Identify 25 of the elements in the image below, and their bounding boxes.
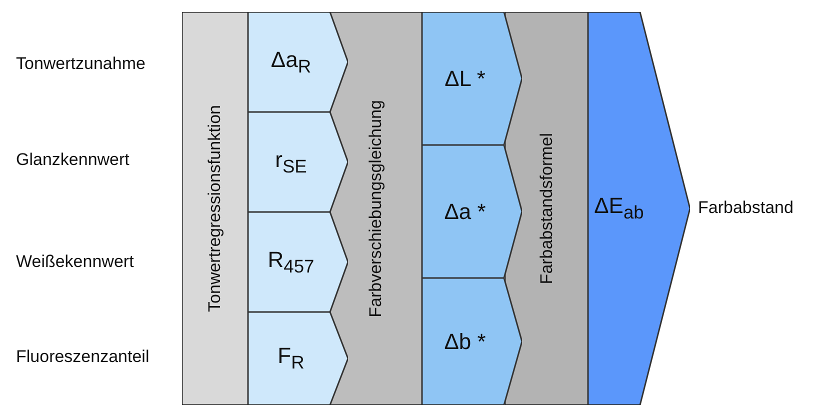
row-label: Weißekennwert [16,252,134,272]
chevron-shape [248,312,348,405]
band-label: Farbabstandsformel [536,132,556,284]
side-label: Farbabstand [698,198,794,218]
chevron-shape [422,145,522,278]
symbol-label: ΔE$_{ab}$ [594,193,644,224]
chevron-shape [248,112,348,212]
chevron-shape [422,278,522,405]
symbol-label: R$_{457}$ [268,246,314,278]
band [182,12,248,405]
symbol-label: Δb * [444,328,486,354]
row-label: Glanzkennwert [16,150,130,170]
chevron-shape [588,12,690,405]
row-label: Tonwertzunahme [16,54,146,74]
chevron-shape [422,12,522,145]
symbol-label: r$_{SE}$ [275,146,307,178]
symbol-label: Δa$_{R}$ [270,46,312,78]
symbol-label: ΔL * [444,66,486,92]
chevron-shape [248,12,348,112]
chevron-shape [248,212,348,312]
band-label: Farbverschiebungsgleichung [366,100,386,318]
symbol-label: F$_{R}$ [278,343,304,374]
symbol-label: Δa * [444,198,486,224]
row-label: Fluoreszenzanteil [16,347,150,367]
band-label: Tonwertregressionsfunktion [205,105,225,312]
